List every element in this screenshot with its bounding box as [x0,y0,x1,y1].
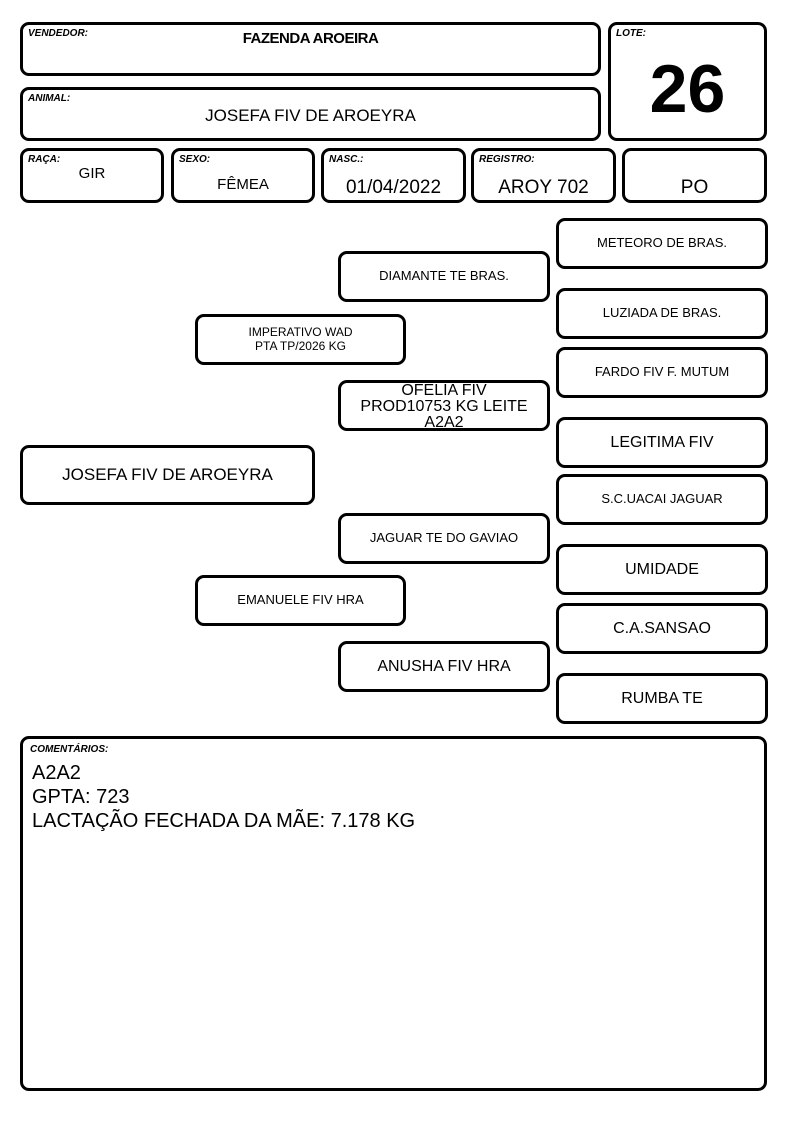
ggp-name-5: S.C.UACAI JAGUAR [601,491,723,507]
ggp-name-3: FARDO FIV F. MUTUM [594,364,730,380]
dam-dam-box: ANUSHA FIV HRA [338,641,550,692]
category-value: PO [680,177,709,198]
dam-box: EMANUELE FIV HRA [195,575,406,626]
ggp-name-2: LUZIADA DE BRAS. [602,305,722,321]
lot-label: LOTE: [616,28,646,39]
animal-label: ANIMAL: [28,93,71,104]
lot-number: 26 [649,51,726,127]
ggp-box-3: FARDO FIV F. MUTUM [556,347,768,398]
sire-pta: PTA TP/2026 KG [255,338,346,353]
ggp-name-6: UMIDADE [625,560,699,578]
breed-label: RAÇA: [28,154,61,165]
sire-box: IMPERATIVO WAD PTA TP/2026 KG [195,314,406,365]
sire-dam-production: PROD10753 KG LEITE [360,398,528,415]
ggp-box-2: LUZIADA DE BRAS. [556,288,768,339]
registry-label: REGISTRO: [479,154,535,165]
sire-sire-name: DIAMANTE TE BRAS. [379,268,509,284]
ggp-name-4: LEGITIMA FIV [610,433,714,451]
seller-value: FAZENDA AROEIRA [242,30,379,47]
ggp-box-6: UMIDADE [556,544,768,595]
seller-label: VENDEDOR: [28,28,89,39]
breed-box: RAÇA: GIR [20,148,164,203]
comment-line-2: GPTA: 723 [32,786,130,808]
comment-line-3: LACTAÇÃO FECHADA DA MÃE: 7.178 KG [32,810,416,832]
comment-line-1: A2A2 [32,762,81,784]
ggp-box-8: RUMBA TE [556,673,768,724]
ggp-name-1: METEORO DE BRAS. [596,235,728,251]
registry-value: AROY 702 [498,177,589,198]
ggp-box-1: METEORO DE BRAS. [556,218,768,269]
birth-value: 01/04/2022 [345,177,442,198]
breed-value: GIR [78,165,106,182]
sex-label: SEXO: [179,154,211,165]
comments-box: COMENTÁRIOS: A2A2 GPTA: 723 LACTAÇÃO FEC… [20,736,767,1091]
birth-label: NASC.: [329,154,364,165]
animal-value: JOSEFA FIV DE AROEYRA [205,106,416,125]
sire-dam-genotype: A2A2 [424,414,464,431]
sire-sire-box: DIAMANTE TE BRAS. [338,251,550,302]
pedigree-animal-box: JOSEFA FIV DE AROEYRA [20,445,315,505]
category-box: PO [622,148,767,203]
sire-dam-box: OFELIA FIV PROD10753 KG LEITE A2A2 [338,380,550,431]
sex-value: FÊMEA [217,176,269,193]
seller-box: VENDEDOR: FAZENDA AROEIRA [20,22,601,76]
ggp-box-7: C.A.SANSAO [556,603,768,654]
ggp-name-8: RUMBA TE [621,689,703,707]
birth-box: NASC.: 01/04/2022 [321,148,466,203]
registry-box: REGISTRO: AROY 702 [471,148,616,203]
comments-label: COMENTÁRIOS: [30,744,109,755]
pedigree-animal-name: JOSEFA FIV DE AROEYRA [62,465,273,485]
sire-name: IMPERATIVO WAD [248,325,353,340]
animal-box: ANIMAL: JOSEFA FIV DE AROEYRA [20,87,601,141]
dam-sire-box: JAGUAR TE DO GAVIAO [338,513,550,564]
ggp-box-4: LEGITIMA FIV [556,417,768,468]
dam-name: EMANUELE FIV HRA [237,592,364,608]
lot-box: LOTE: 26 [608,22,767,141]
comments-text: A2A2 GPTA: 723 LACTAÇÃO FECHADA DA MÃE: … [32,761,415,833]
ggp-box-5: S.C.UACAI JAGUAR [556,474,768,525]
dam-sire-name: JAGUAR TE DO GAVIAO [369,530,519,546]
dam-dam-name: ANUSHA FIV HRA [377,657,511,675]
ggp-name-7: C.A.SANSAO [613,619,711,637]
sire-dam-name: OFELIA FIV [401,382,487,399]
sex-box: SEXO: FÊMEA [171,148,315,203]
